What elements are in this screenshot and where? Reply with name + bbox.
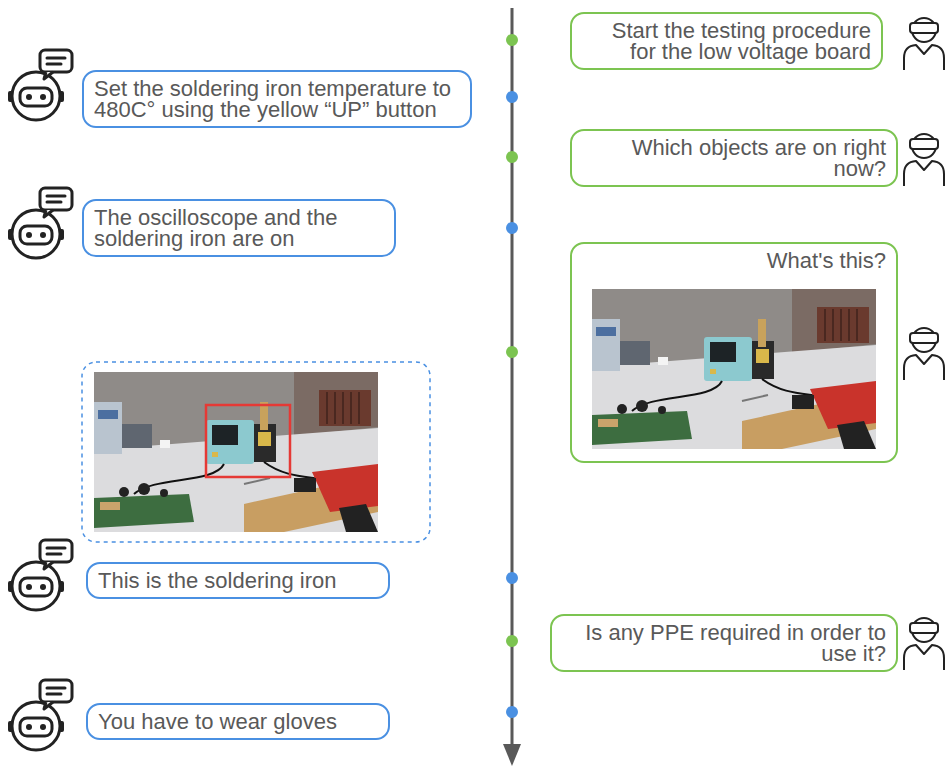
user-dot — [506, 151, 518, 163]
message-text: You have to wear gloves — [98, 711, 378, 732]
user-message-box: Which objects are on right now? — [570, 129, 898, 187]
user-icon — [904, 328, 944, 380]
message-text: Set the soldering iron temperature to 48… — [94, 78, 460, 120]
assistant-message-box: Set the soldering iron temperature to 48… — [82, 70, 472, 128]
lab-photo — [592, 289, 876, 449]
message-text: Which objects are on right now? — [582, 137, 886, 179]
user-message-box: What's this? — [570, 242, 898, 463]
user-message-box: Is any PPE required in order to use it? — [550, 614, 898, 672]
assistant-message-box: You have to wear gloves — [86, 703, 390, 740]
bot-dot — [506, 91, 518, 103]
bot-dot — [506, 222, 518, 234]
user-dot — [506, 346, 518, 358]
user-icon — [904, 618, 944, 670]
bot-dot — [506, 706, 518, 718]
robot-icon — [8, 188, 72, 258]
user-icon — [904, 134, 944, 186]
robot-icon — [8, 540, 72, 610]
dashed-image-frame — [82, 362, 430, 542]
timeline-arrowhead — [503, 744, 521, 766]
robot-icon — [8, 50, 72, 120]
detection-box — [206, 405, 290, 477]
user-dot — [506, 635, 518, 647]
message-text: This is the soldering iron — [98, 570, 378, 591]
assistant-message-box: The oscilloscope and the soldering iron … — [82, 199, 396, 257]
message-text: Start the testing procedure for the low … — [582, 20, 871, 62]
message-text: Is any PPE required in order to use it? — [562, 622, 886, 664]
lab-photo — [94, 372, 378, 532]
user-dot — [506, 34, 518, 46]
bot-dot — [506, 572, 518, 584]
message-text: The oscilloscope and the soldering iron … — [94, 207, 384, 249]
message-text: What's this? — [582, 250, 886, 271]
user-icon — [904, 18, 944, 70]
robot-icon — [8, 680, 72, 750]
lab-photo-art — [592, 289, 876, 449]
user-message-box: Start the testing procedure for the low … — [570, 12, 883, 70]
assistant-message-box: This is the soldering iron — [86, 562, 390, 599]
